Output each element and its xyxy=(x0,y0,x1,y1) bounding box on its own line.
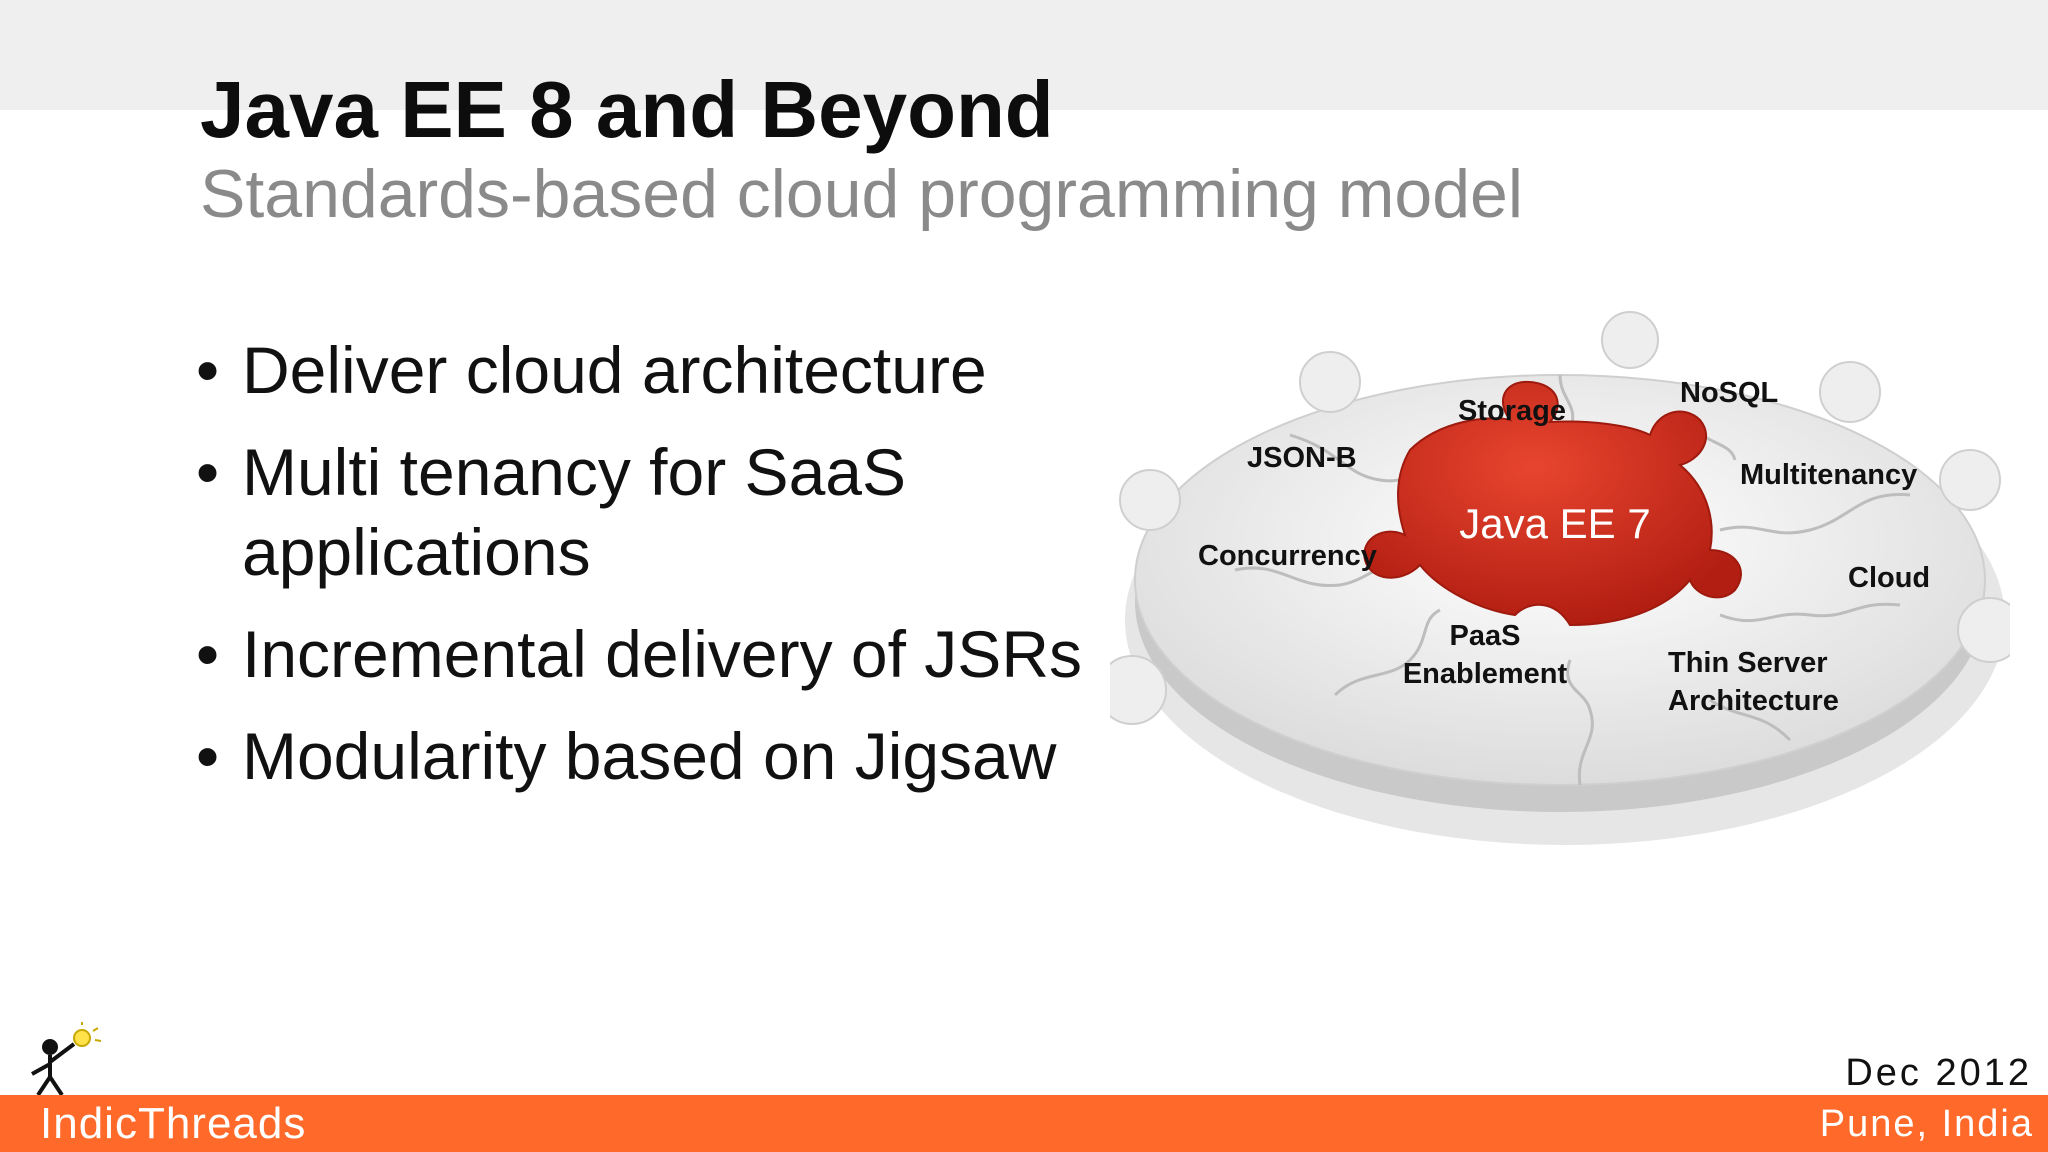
puzzle-label-paas: PaaS xyxy=(1450,620,1521,652)
bullet-item: • Deliver cloud architecture xyxy=(190,330,1140,410)
slide-title: Java EE 8 and Beyond xyxy=(200,65,1054,154)
footer-bar xyxy=(0,1095,2048,1152)
header-band xyxy=(0,0,2048,110)
bullet-item: • Modularity based on Jigsaw xyxy=(190,716,1140,796)
puzzle-label-thin-server: Thin Server xyxy=(1668,647,1828,679)
bullet-text: Incremental delivery of JSRs xyxy=(242,617,1082,691)
bullet-marker: • xyxy=(196,617,220,691)
center-piece xyxy=(1363,380,1742,627)
outer-nubs xyxy=(1110,311,2010,725)
bullet-item: • Incremental delivery of JSRs xyxy=(190,614,1140,694)
footer-location: Pune, India xyxy=(1819,1103,2034,1145)
puzzle-label-concurrency: Concurrency xyxy=(1198,540,1377,572)
bullet-text: Deliver cloud architecture xyxy=(242,333,987,407)
slide-subtitle: Standards-based cloud programming model xyxy=(200,156,1523,232)
bullet-marker: • xyxy=(196,719,220,793)
puzzle-label-nosql: NoSQL xyxy=(1680,377,1778,409)
bullet-item: • Multi tenancy for SaaS applications xyxy=(190,432,1140,592)
puzzle-label-jsonb: JSON-B xyxy=(1247,442,1357,474)
stick-figure-lightbulb-icon xyxy=(31,1022,102,1097)
bullet-marker: • xyxy=(196,333,220,407)
puzzle-label-architecture: Architecture xyxy=(1668,685,1839,717)
footer-date: Dec 2012 xyxy=(1845,1052,2032,1094)
puzzle-label-storage: Storage xyxy=(1458,395,1566,427)
puzzle-center-label: Java EE 7 xyxy=(1459,500,1650,547)
bullet-text: Multi tenancy for SaaS applications xyxy=(242,435,906,589)
puzzle-diagram: Java EE 7 Storage NoSQL JSON-B Multitena… xyxy=(1110,311,2010,845)
bullet-list: • Deliver cloud architecture • Multi ten… xyxy=(190,330,1140,818)
puzzle-label-cloud: Cloud xyxy=(1848,562,1930,594)
bullet-marker: • xyxy=(196,435,220,509)
bullet-text: Modularity based on Jigsaw xyxy=(242,719,1057,793)
puzzle-label-enablement: Enablement xyxy=(1403,658,1568,690)
puzzle-label-multitenancy: Multitenancy xyxy=(1740,459,1917,491)
footer-brand: IndicThreads xyxy=(40,1099,307,1148)
